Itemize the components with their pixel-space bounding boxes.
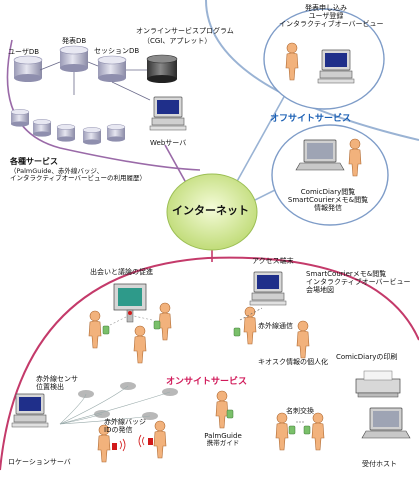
pda-icon — [153, 320, 161, 330]
pda-icon — [288, 425, 296, 435]
session-db-label: セッションDB — [94, 47, 140, 55]
onsite-arc — [0, 256, 419, 471]
pda-icon — [102, 325, 110, 335]
meeting-display-icon — [113, 283, 147, 323]
palmguide-label: PalmGuide 携帯ガイド — [204, 432, 242, 448]
location-server-label: ロケーションサーバ — [8, 458, 71, 466]
person-icon — [296, 320, 310, 359]
printer-icon — [355, 370, 401, 398]
services-desc: （PalmGuide、赤外線バッジ、 インタラクティブオーバービューの利用履歴） — [10, 167, 147, 183]
person-icon — [133, 325, 147, 364]
program-sub-label: （CGI、アプレット） — [143, 37, 212, 45]
history-db-icon — [82, 127, 102, 145]
services-title: 各種サービス — [10, 157, 58, 166]
offsite-top-caption: 発表申し込み ユーザ登録 インタラクティブオーバービュー — [279, 4, 384, 29]
history-db-icon — [56, 124, 76, 142]
web-server-icon — [149, 96, 187, 131]
pda-icon — [303, 425, 311, 435]
card-exchange-label: 名刺交換 — [286, 407, 314, 415]
session-db-icon — [97, 55, 127, 83]
web-server-label: Webサーバ — [150, 139, 187, 147]
offsite-heading: オフサイトサービス — [270, 114, 352, 124]
ir-sensor-label: 赤外線センサ 位置検出 — [36, 375, 78, 392]
location-server-icon — [11, 393, 49, 428]
user-db-icon — [13, 55, 43, 83]
person-icon — [158, 302, 172, 341]
meeting-label: 出会いと議論の促進 — [90, 268, 153, 276]
desktop-pc-icon — [317, 49, 355, 84]
access-caption: SmartCourierメモ&閲覧 インタラクティブオーバービュー 会場地図 — [306, 270, 411, 295]
offsite-bottom-caption: ComicDiary閲覧 SmartCourierメモ&閲覧 情報発信 — [287, 188, 369, 213]
ir-comm-label: 赤外線通信 — [258, 322, 293, 330]
reception-host-icon — [361, 407, 411, 439]
ir-sensor-icons — [78, 382, 178, 420]
program-db-icon — [146, 54, 178, 83]
pda-icon — [233, 327, 241, 337]
person-icon — [275, 412, 289, 451]
onsite-heading: オンサイトサービス — [166, 377, 248, 387]
person-icon — [153, 420, 167, 459]
user-db-label: ユーザDB — [8, 48, 40, 56]
ir-badge-icon — [112, 443, 117, 450]
history-db-icon — [10, 109, 30, 127]
presentation-db-icon — [59, 45, 89, 73]
server-arc — [6, 39, 201, 171]
history-db-icon — [32, 119, 52, 137]
ir-badge-icon — [148, 438, 153, 445]
history-db-icon — [106, 124, 126, 142]
internet-hub — [166, 173, 258, 251]
access-terminal-icon — [249, 271, 287, 306]
palmguide-person-icon — [215, 390, 229, 429]
pda-icon — [226, 409, 234, 419]
presentation-db-label: 発表DB — [62, 37, 87, 45]
access-terminal-label: アクセス端末 — [252, 257, 294, 265]
person-icon — [88, 310, 102, 349]
offsite-arc — [205, 0, 419, 141]
program-label: オンラインサービスプログラム — [136, 27, 234, 35]
internet-hub-label: インターネット — [172, 204, 249, 217]
comicdiary-print-label: ComicDiaryの印刷 — [336, 353, 398, 361]
ir-badge-label: 赤外線バッジ IDの発信 — [104, 418, 146, 435]
reception-host-label: 受付ホスト — [362, 460, 397, 468]
kiosk-label: キオスク情報の個人化 — [258, 358, 328, 366]
person-icon — [311, 412, 325, 451]
